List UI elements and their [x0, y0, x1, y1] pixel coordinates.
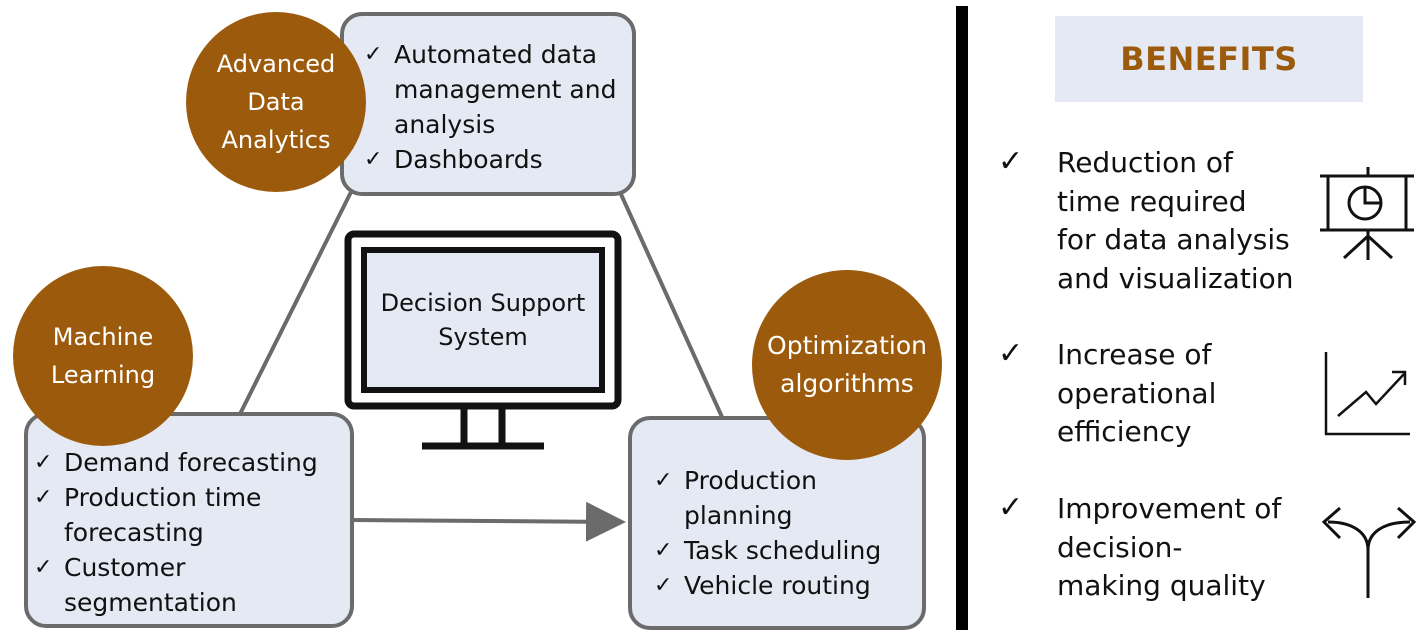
benefits-title: BENEFITS — [1120, 40, 1298, 78]
analytics-list: ✓Automated data management and analysis … — [360, 37, 632, 177]
machine-learning-badge: Machine Learning — [13, 266, 193, 446]
benefit-text: Increase of operational efficiency — [1057, 338, 1217, 448]
check-icon: ✓ — [34, 485, 53, 510]
benefits-header: BENEFITS — [1055, 16, 1363, 102]
check-icon: ✓ — [654, 538, 673, 563]
benefit-check-icon: ✓ — [998, 490, 1024, 525]
benefit-check-icon: ✓ — [998, 144, 1024, 179]
vertical-divider — [956, 6, 968, 630]
machine-learning-list: ✓Demand forecasting ✓Production time for… — [30, 445, 352, 620]
check-icon: ✓ — [34, 450, 53, 475]
list-item: ✓Customer segmentation — [30, 550, 352, 620]
check-icon: ✓ — [654, 573, 673, 598]
benefit-text: Improvement of decision- making quality — [1057, 492, 1282, 602]
list-item: ✓Demand forecasting — [30, 445, 352, 480]
decision-support-system-label: Decision Support System — [380, 289, 586, 351]
check-icon: ✓ — [364, 147, 383, 172]
optimization-list: ✓Production planning ✓Task scheduling ✓V… — [650, 463, 922, 603]
check-icon: ✓ — [364, 42, 383, 67]
optimization-algorithms-badge: Optimization algorithms — [752, 270, 942, 460]
connector-line-analytics-optimization — [618, 191, 724, 418]
monitor-icon — [344, 230, 622, 450]
benefit-check-icon: ✓ — [998, 336, 1024, 371]
machine-learning-box — [24, 412, 354, 628]
advanced-data-analytics-badge: Advanced Data Analytics — [186, 12, 366, 192]
list-item: ✓Production planning — [650, 463, 922, 533]
list-item: ✓Automated data management and analysis — [360, 37, 632, 142]
check-icon: ✓ — [654, 468, 673, 493]
list-item: ✓Production time forecasting — [30, 480, 352, 550]
check-icon: ✓ — [34, 555, 53, 580]
list-item: ✓Vehicle routing — [650, 568, 922, 603]
list-item: ✓Task scheduling — [650, 533, 922, 568]
connector-line-analytics-ml — [238, 189, 354, 415]
benefit-text: Reduction of time required for data anal… — [1057, 146, 1294, 295]
list-item: ✓Dashboards — [360, 142, 632, 177]
arrow-ml-to-optimization — [351, 501, 626, 542]
